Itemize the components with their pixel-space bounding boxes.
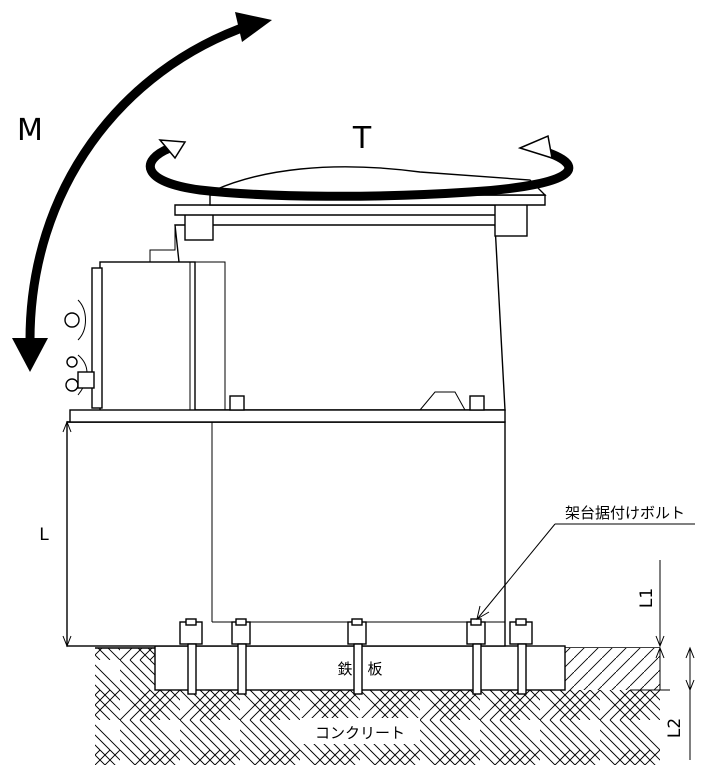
dimension-L1	[630, 560, 670, 691]
dimension-L2	[685, 646, 695, 760]
bolt	[231, 618, 251, 695]
torque-label: T	[352, 121, 372, 156]
bolt-callout	[476, 523, 695, 621]
bolt	[179, 618, 203, 695]
dim-L2-label: L2	[665, 718, 685, 738]
dimension-L	[62, 420, 72, 648]
bolt	[509, 618, 533, 695]
pedestal	[66, 421, 506, 647]
dim-L1-label: L1	[637, 588, 657, 608]
anchor-bolts	[179, 618, 533, 695]
moment-arrow-icon	[12, 12, 272, 372]
iron-plate-label: 鉄 板	[337, 660, 382, 678]
dim-L-label: L	[39, 525, 49, 545]
moment-label: M	[17, 113, 43, 148]
bolt-label: 架台据付けボルト	[565, 504, 685, 522]
robot-body	[64, 211, 506, 423]
bolt	[347, 618, 367, 695]
concrete-label: コンクリート	[315, 724, 405, 742]
torque-arrow-icon	[146, 134, 574, 201]
bolt	[466, 618, 486, 695]
